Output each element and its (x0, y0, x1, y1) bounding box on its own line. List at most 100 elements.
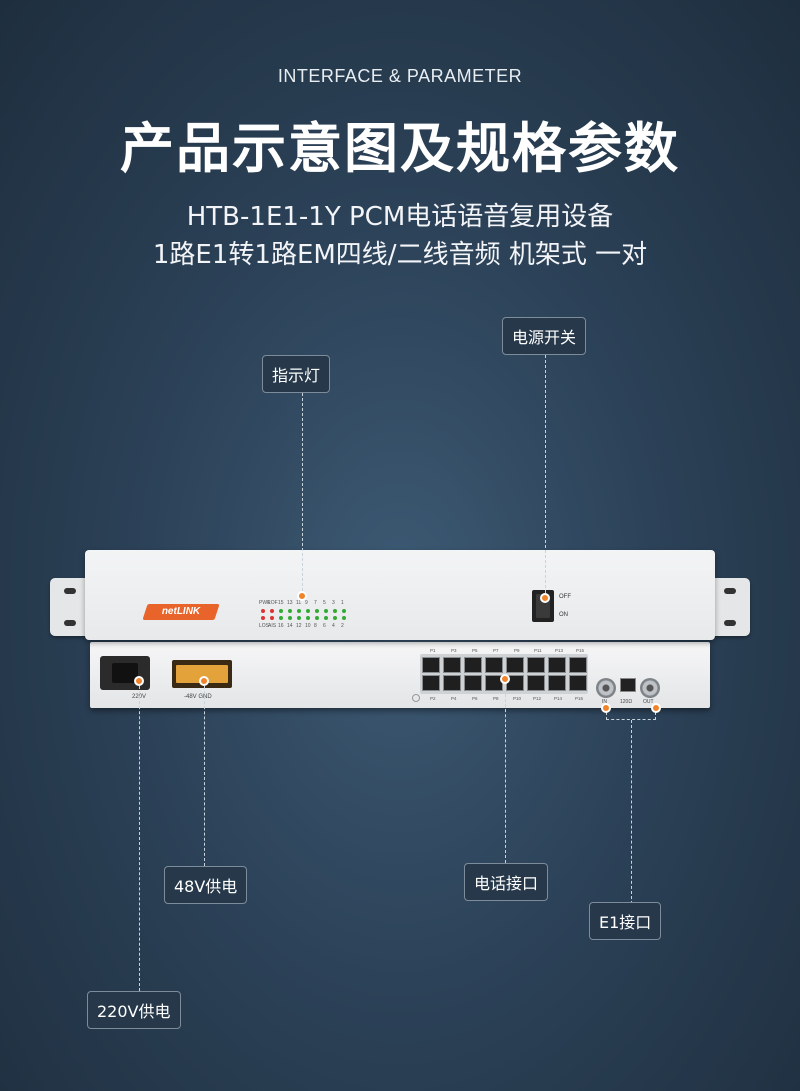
port-label: P11 (534, 648, 542, 653)
led (324, 609, 328, 613)
port-label: P15 (576, 648, 585, 653)
led (306, 609, 310, 613)
port-label: P14 (554, 696, 563, 701)
led-label: 7 (314, 600, 317, 606)
led-label: 16 (278, 623, 284, 629)
switch-off-label: OFF (559, 594, 571, 600)
callout-220v: 220V供电 (87, 991, 181, 1029)
marker-dot (297, 591, 307, 601)
port-label: P8 (493, 696, 499, 701)
logo-text: netLINK (161, 606, 201, 617)
port-label: P3 (451, 648, 457, 653)
callout-e1-port: E1接口 (589, 902, 662, 940)
led-label: LOF (268, 600, 278, 606)
marker-dot (199, 676, 209, 686)
iec-power-socket (100, 656, 150, 690)
led (315, 609, 319, 613)
led-label: LOS (259, 623, 270, 629)
e1-out-bnc (640, 678, 660, 698)
e1-ohm-label: 120Ω (620, 699, 633, 705)
rj-port (548, 657, 566, 673)
product-model-line: HTB-1E1-1Y PCM电话语音复用设备 (186, 202, 614, 232)
e1-rj45-port (620, 678, 636, 692)
rj-port (569, 675, 587, 691)
switch-on-label: ON (559, 612, 568, 618)
led-label: 4 (332, 623, 335, 629)
subtitle-en: INTERFACE & PARAMETER (277, 66, 523, 86)
led-label: 5 (323, 600, 326, 606)
callout-indicator: 指示灯 (262, 355, 331, 393)
led (306, 616, 310, 620)
led (333, 609, 337, 613)
e1-out-label: OUT (643, 699, 654, 705)
led-label: 12 (296, 623, 302, 629)
marker-dot (134, 676, 144, 686)
callout-power-switch: 电源开关 (502, 317, 587, 355)
leader-220v (139, 681, 140, 991)
rj-port (422, 675, 440, 691)
page-title: 产品示意图及规格参数 (120, 117, 680, 180)
led-label: 11 (296, 600, 302, 606)
e1-in-label: IN (602, 699, 607, 705)
led (297, 616, 301, 620)
ground-screw-icon (412, 694, 420, 702)
rj-port (422, 657, 440, 673)
device-back-panel: 220V -48V GND P1 P3 P5 P7 P9 P11 P13 P15… (90, 642, 710, 708)
leader-e1 (631, 720, 632, 904)
port-label: P4 (451, 696, 457, 701)
led-label: 2 (341, 623, 344, 629)
port-label: P16 (575, 696, 584, 701)
rj-port (443, 675, 461, 691)
port-label: P13 (555, 648, 564, 653)
rj-port (464, 657, 482, 673)
led-label: 14 (287, 623, 293, 629)
netlink-logo: netLINK (142, 604, 220, 620)
marker-dot (540, 593, 550, 603)
leader-48v (204, 681, 205, 866)
led-indicator-panel: PWR LOF 15 13 11 9 7 5 3 1 LOS AIS 16 (255, 596, 355, 636)
port-label: P9 (514, 648, 520, 653)
port-label: P1 (430, 648, 436, 653)
rj-port (548, 675, 566, 691)
rj-port (527, 675, 545, 691)
port-label: P12 (533, 696, 542, 701)
leader-indicator (302, 393, 303, 596)
led-label: 3 (332, 600, 335, 606)
rj-port (506, 657, 524, 673)
led-label: 8 (314, 623, 317, 629)
port-label: P5 (472, 648, 478, 653)
port-label: P2 (430, 696, 436, 701)
callout-48v: 48V供电 (164, 866, 248, 904)
rj-port (464, 675, 482, 691)
rj-port (569, 657, 587, 673)
led (288, 616, 292, 620)
e1-bracket (606, 712, 656, 720)
led-ais (270, 616, 274, 620)
label-48v: -48V GND (184, 694, 212, 700)
marker-dot (651, 703, 661, 713)
led (279, 616, 283, 620)
port-label: P10 (513, 696, 522, 701)
e1-in-bnc (596, 678, 616, 698)
rack-ear-left (50, 578, 90, 636)
led-lof (270, 609, 274, 613)
led (324, 616, 328, 620)
device-front-panel: netLINK PWR LOF 15 13 11 9 7 5 3 1 (85, 550, 715, 640)
led-label: 9 (305, 600, 308, 606)
leader-phone (505, 679, 506, 863)
led (288, 609, 292, 613)
led (333, 616, 337, 620)
rj-port (485, 657, 503, 673)
port-label: P6 (472, 696, 478, 701)
marker-dot (601, 703, 611, 713)
rj11-port-block (420, 654, 588, 694)
port-label: P7 (493, 648, 499, 653)
callout-phone-port: 电话接口 (464, 863, 549, 901)
led-label: 10 (305, 623, 311, 629)
rj-port (443, 657, 461, 673)
leader-power-switch (545, 355, 546, 598)
led (342, 616, 346, 620)
led-label: PWR (259, 600, 271, 606)
led (342, 609, 346, 613)
led-label: 6 (323, 623, 326, 629)
